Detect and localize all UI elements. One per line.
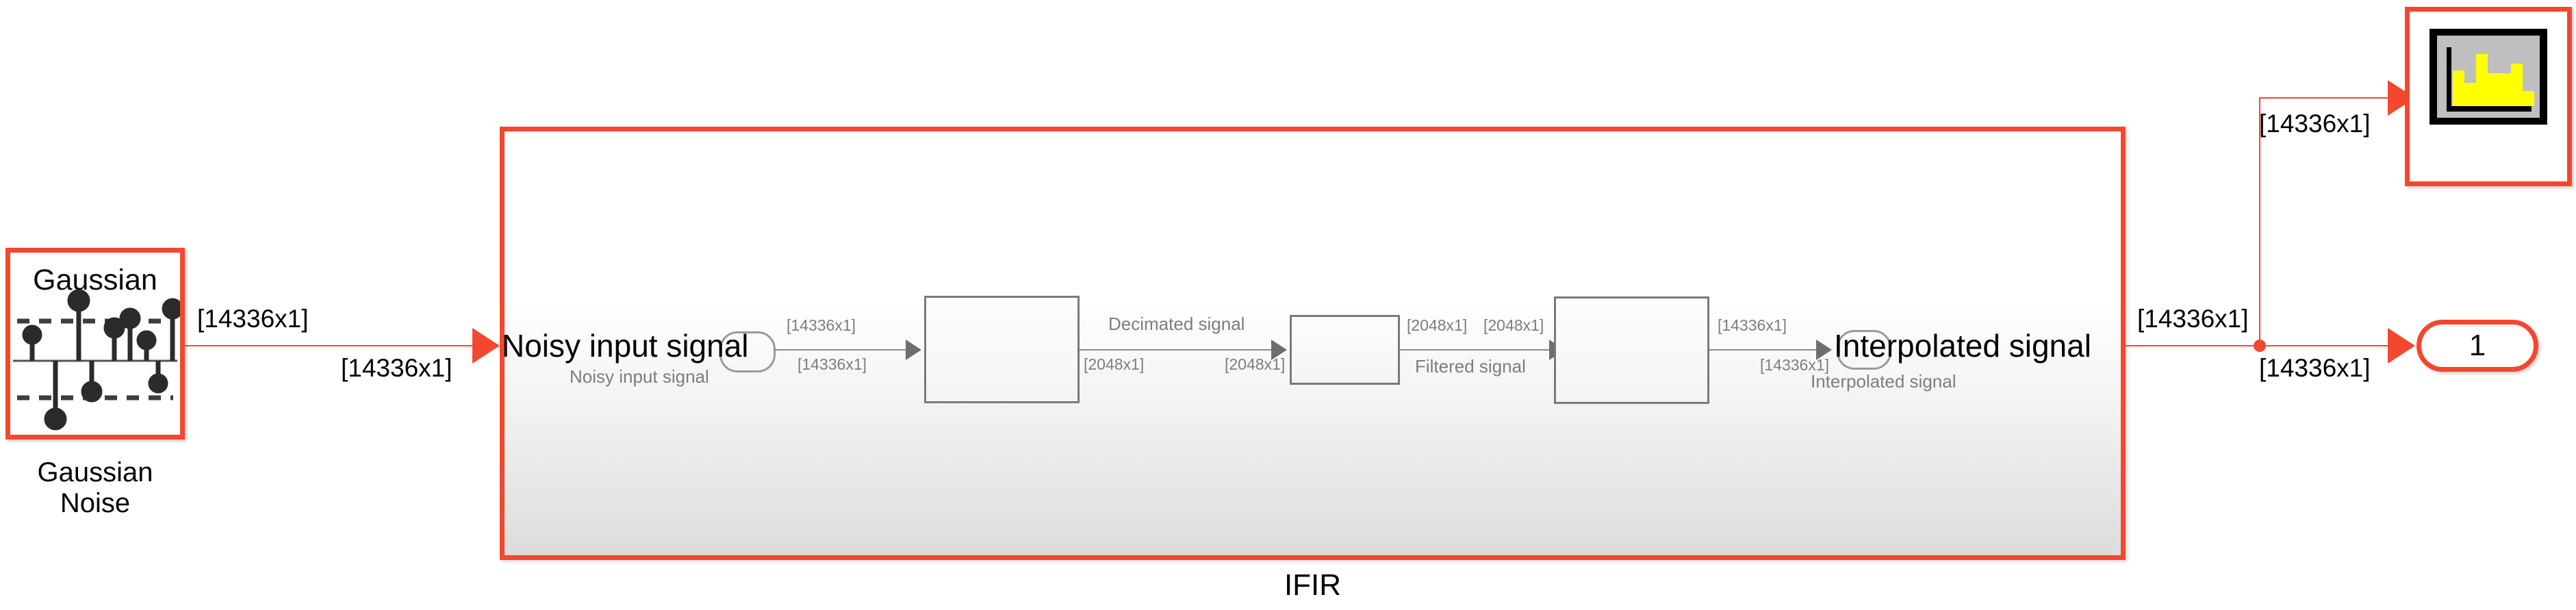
wire-branch-vertical[interactable]: [2259, 98, 2260, 346]
gaussian-icon-text: Gaussian: [33, 264, 157, 296]
ifir-subsystem-caption: IFIR: [1284, 568, 1342, 602]
wire-branch-to-scope[interactable]: [2259, 97, 2395, 99]
inport-shape[interactable]: [719, 331, 776, 372]
dim-source-out-bottom: [14336x1]: [341, 354, 452, 382]
decimator-block[interactable]: [924, 296, 1080, 403]
dim-branch-to-scope: [14336x1]: [2259, 110, 2371, 138]
arrow-into-block2: [1271, 340, 1287, 360]
arrow-into-block1: [906, 340, 921, 360]
inport-signal-name: Noisy input signal: [570, 366, 709, 387]
dim-inport-top: [14336x1]: [787, 316, 856, 334]
branch-point-dot: [2254, 340, 2266, 352]
gaussian-noise-label: Gaussian Noise: [0, 457, 190, 519]
arrow-into-outport: [1816, 340, 1832, 360]
wire-block2-to-block3[interactable]: [1400, 349, 1549, 351]
outport-display-text: Interpolated signal: [1834, 328, 2091, 364]
stem-plot-icon: [13, 289, 180, 431]
ifir-subsystem-block[interactable]: Noisy input signal Noisy input signal [1…: [500, 127, 2126, 560]
dim-subsystem-out-top: [14336x1]: [2137, 305, 2249, 333]
dim-block2-out-left: [2048x1]: [1407, 316, 1468, 334]
gaussian-noise-label-line1: Gaussian: [37, 457, 153, 487]
wire-inport-to-block1[interactable]: [774, 349, 906, 351]
gaussian-noise-label-line2: Noise: [60, 487, 131, 518]
dim-block3-out-top: [14336x1]: [1718, 316, 1787, 334]
dim-block1-out-left: [2048x1]: [1084, 355, 1145, 373]
dim-source-out-top: [14336x1]: [197, 305, 309, 333]
filtered-signal-label: Filtered signal: [1415, 356, 1526, 377]
arrow-into-subsystem: [472, 328, 500, 364]
gaussian-noise-block[interactable]: Gaussian: [5, 248, 185, 440]
spectrum-analyzer-block[interactable]: [2405, 7, 2572, 186]
dim-block1-out-right: [2048x1]: [1225, 355, 1286, 373]
filter-block[interactable]: [1290, 315, 1400, 385]
dim-block2-out-right: [2048x1]: [1483, 316, 1544, 334]
spectrum-analyzer-icon: [2430, 29, 2547, 125]
decimated-signal-label: Decimated signal: [1108, 314, 1245, 334]
dim-subsystem-out-bottom: [14336x1]: [2259, 354, 2371, 382]
wire-block3-to-outport[interactable]: [1709, 349, 1816, 351]
outport-shape[interactable]: [1837, 330, 1891, 370]
dim-block3-out-bottom: [14336x1]: [1760, 356, 1830, 374]
wire-block1-to-block2[interactable]: [1080, 349, 1271, 351]
dim-inport-bottom: [14336x1]: [798, 355, 867, 373]
outport-1-block[interactable]: 1: [2416, 320, 2538, 372]
wire-source-to-subsystem[interactable]: [185, 345, 474, 346]
arrow-into-outport1: [2388, 328, 2415, 364]
outport-signal-name: Interpolated signal: [1811, 371, 1956, 392]
inport-display-text: Noisy input signal: [502, 328, 749, 364]
interpolator-block[interactable]: [1554, 296, 1709, 404]
